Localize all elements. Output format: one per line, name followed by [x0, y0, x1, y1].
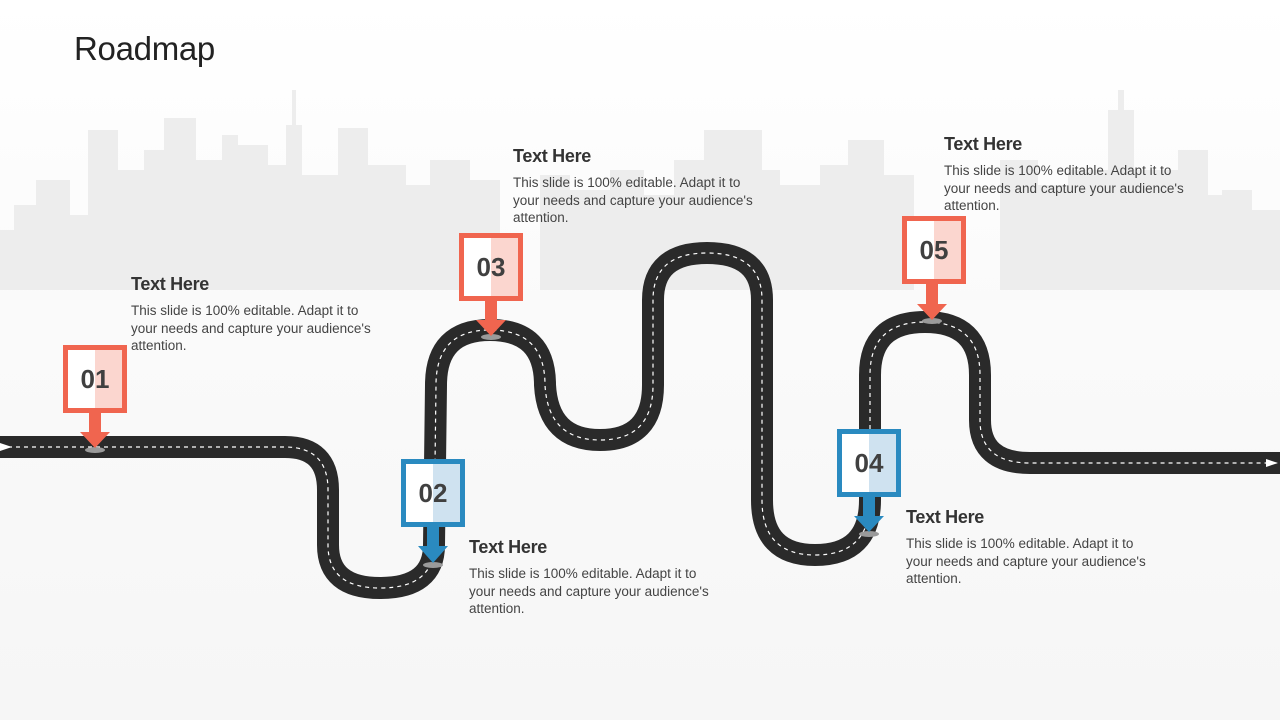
milestone-description: This slide is 100% editable. Adapt it to… — [944, 163, 1184, 213]
milestone-marker-03: 03 — [459, 233, 523, 301]
pin-arrow-05-icon — [917, 304, 947, 320]
milestone-heading: Text Here — [469, 537, 548, 557]
milestone-number-05: 05 — [907, 221, 961, 279]
milestone-description: This slide is 100% editable. Adapt it to… — [513, 175, 753, 225]
road-start-arrow-icon — [0, 443, 12, 451]
milestone-number-04: 04 — [842, 434, 896, 492]
milestone-text-05: Text Here This slide is 100% editable. A… — [944, 134, 1184, 215]
milestone-number-02: 02 — [406, 464, 460, 522]
pin-arrow-02-icon — [418, 546, 448, 563]
road-end-arrow-icon — [1266, 459, 1278, 467]
milestone-heading: Text Here — [944, 134, 1023, 154]
milestone-text-03: Text Here This slide is 100% editable. A… — [513, 146, 753, 227]
milestone-heading: Text Here — [131, 274, 210, 294]
milestone-text-02: Text Here This slide is 100% editable. A… — [469, 537, 709, 618]
milestone-description: This slide is 100% editable. Adapt it to… — [469, 566, 709, 616]
milestone-marker-04: 04 — [837, 429, 901, 497]
milestone-text-04: Text Here This slide is 100% editable. A… — [906, 507, 1146, 588]
milestone-description: This slide is 100% editable. Adapt it to… — [906, 536, 1146, 586]
milestone-description: This slide is 100% editable. Adapt it to… — [131, 303, 371, 353]
milestone-heading: Text Here — [906, 507, 985, 527]
pin-arrow-03-icon — [476, 320, 506, 336]
milestone-marker-02: 02 — [401, 459, 465, 527]
milestone-heading: Text Here — [513, 146, 592, 166]
pin-arrow-04-icon — [854, 516, 884, 532]
milestone-number-03: 03 — [464, 238, 518, 296]
milestone-number-01: 01 — [68, 350, 122, 408]
milestone-text-01: Text Here This slide is 100% editable. A… — [131, 274, 371, 355]
milestone-marker-01: 01 — [63, 345, 127, 413]
milestone-marker-05: 05 — [902, 216, 966, 284]
page-title: Roadmap — [74, 30, 215, 67]
pin-arrow-01-icon — [80, 432, 110, 448]
